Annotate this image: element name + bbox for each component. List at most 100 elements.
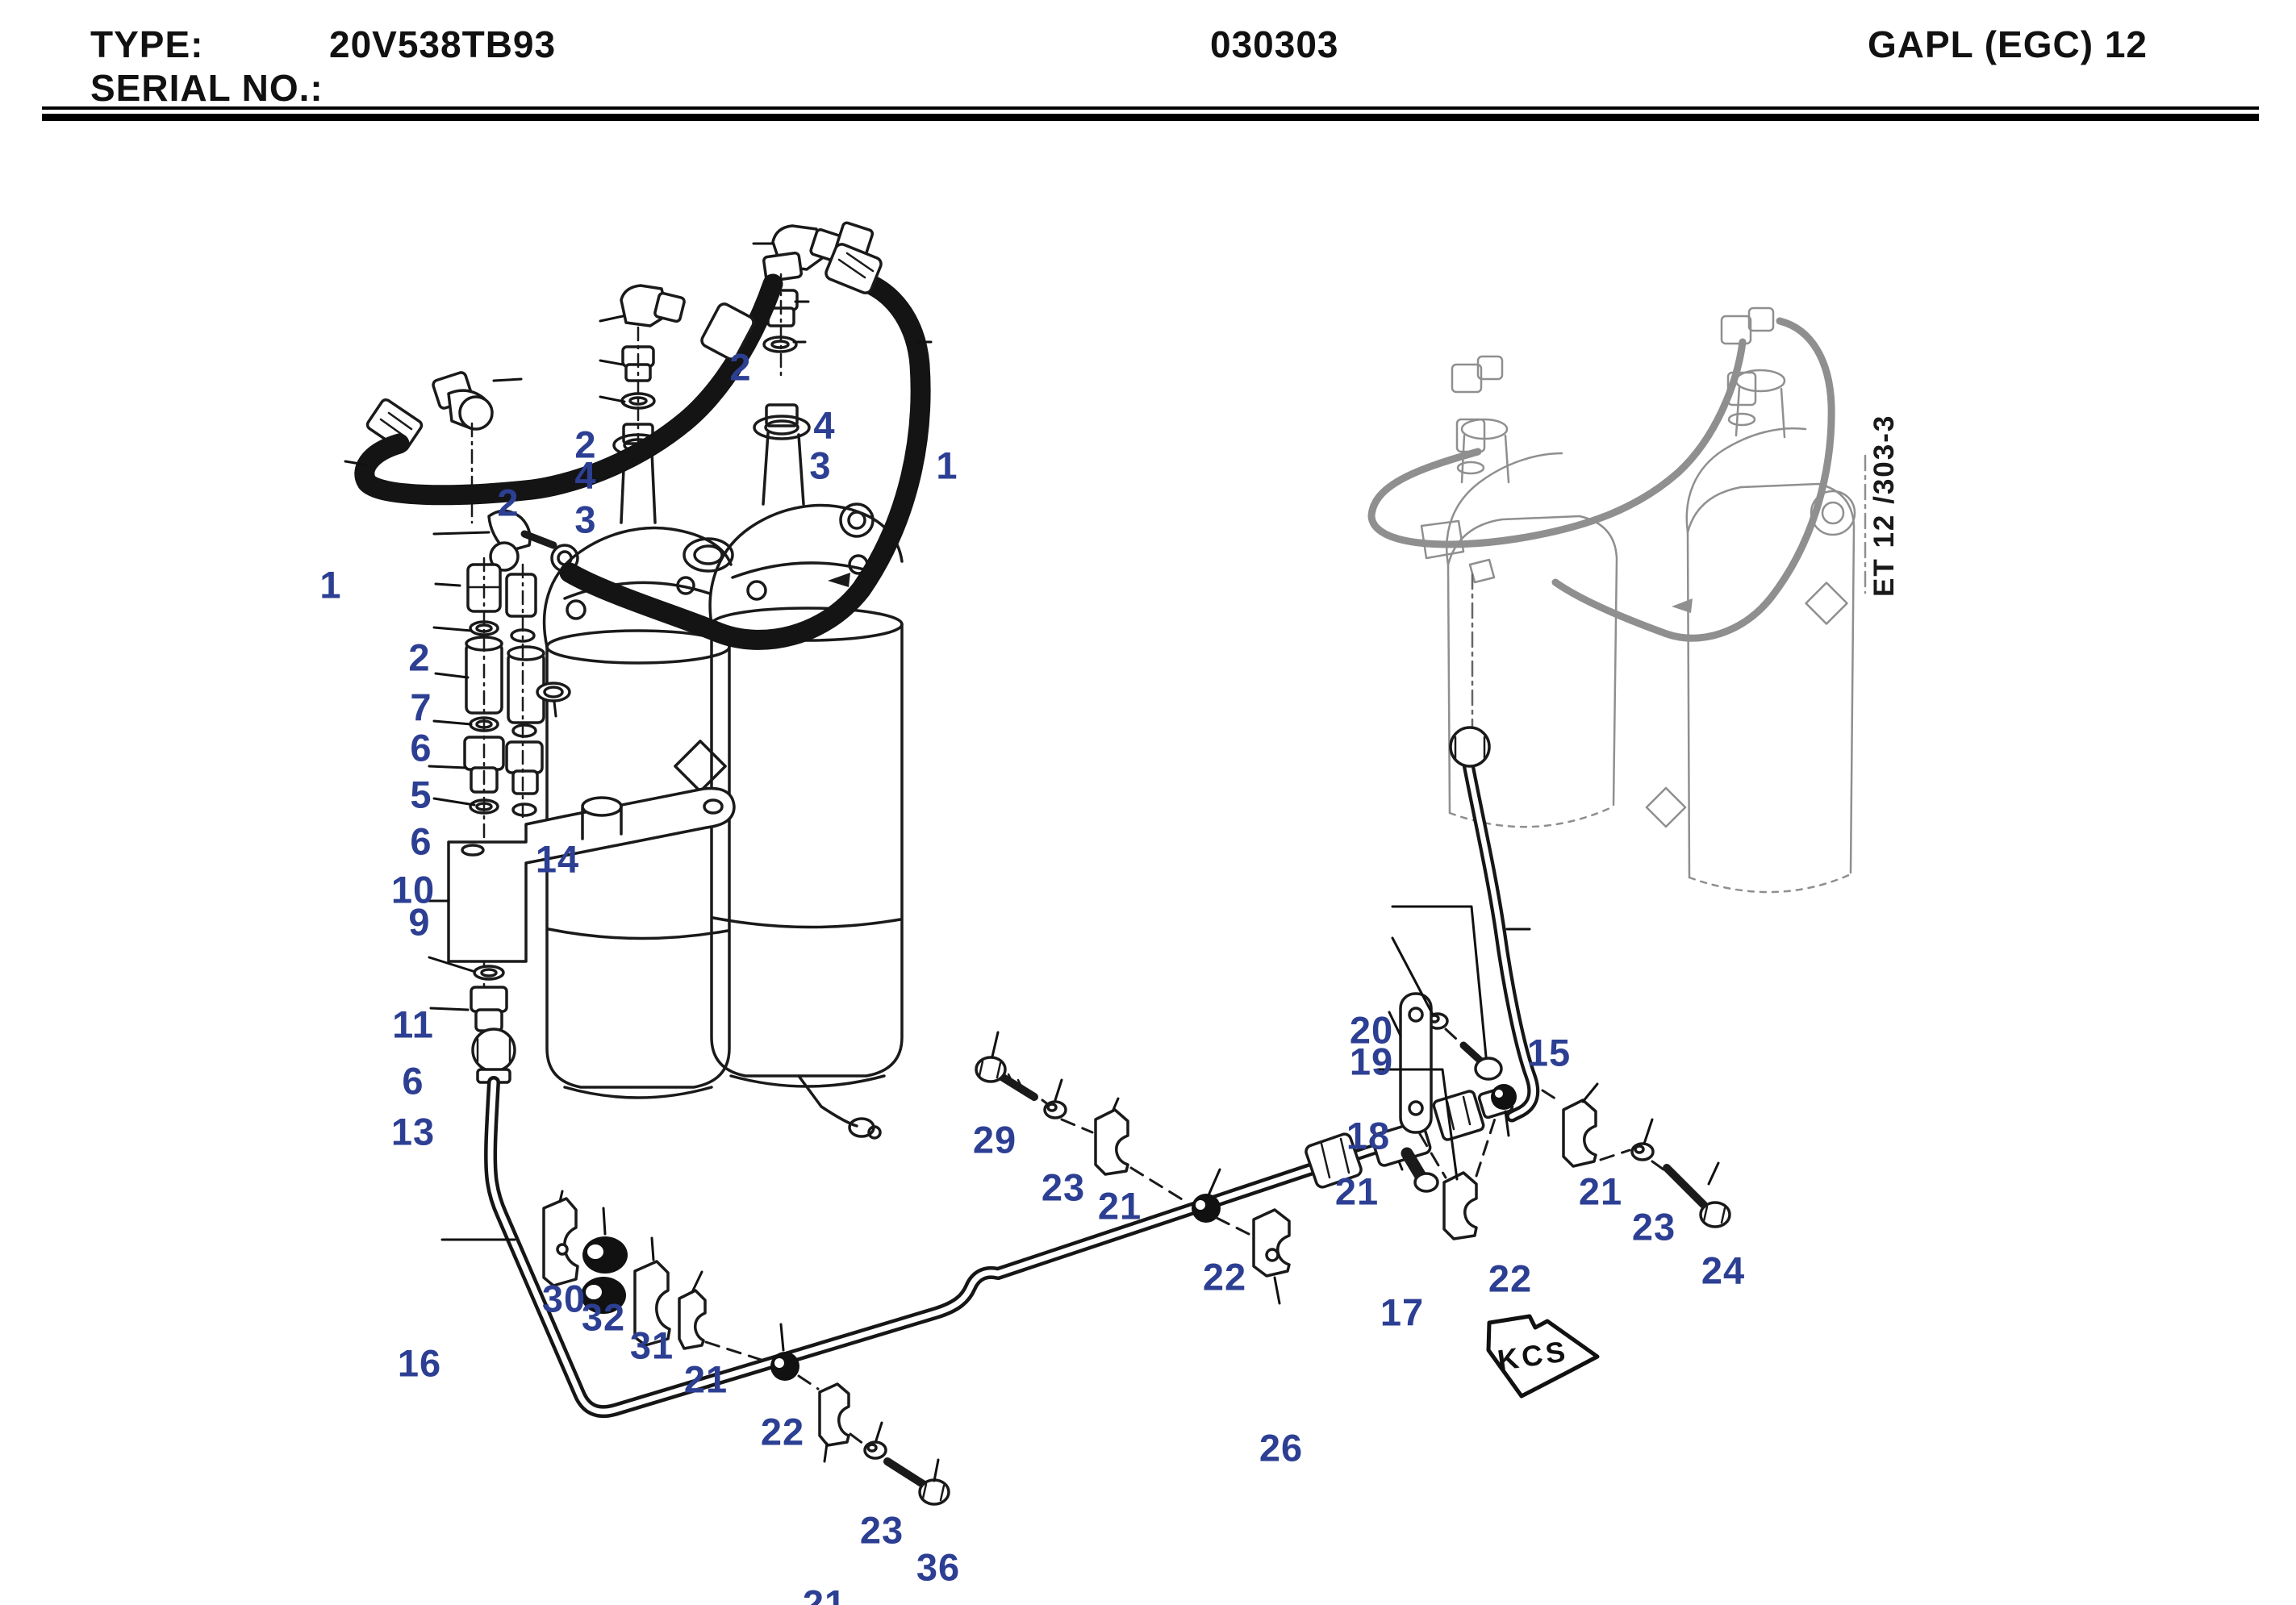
callout-label: 23: [1631, 1205, 1676, 1249]
ghost-fitting-stack-right: [1720, 306, 1775, 427]
ghost-hose-right: [1551, 317, 1835, 642]
callout-label: 22: [1488, 1257, 1533, 1300]
callout-label: 4: [813, 403, 836, 447]
callout-label: 2: [497, 481, 520, 524]
clamp-21-e: [1562, 1098, 1597, 1168]
callout-label: 21: [1334, 1169, 1380, 1213]
clamp-31: [633, 1260, 671, 1347]
kcs-stamp: [1486, 1314, 1600, 1399]
callout-label: 13: [390, 1110, 436, 1153]
callout-label: 10: [390, 868, 436, 911]
clamp-21-c: [1094, 1108, 1129, 1176]
group-code: GAPL (EGC) 12: [1868, 23, 2148, 65]
hex-nut: [1432, 1090, 1485, 1141]
clamp-21-d: [1442, 1171, 1478, 1240]
pipes: [484, 726, 1540, 1419]
callout-label: 21: [1097, 1184, 1142, 1228]
bush-32-upper: [582, 1236, 628, 1274]
grommet-22-left: [770, 1352, 799, 1381]
pipe15-top-nut: [1449, 726, 1491, 768]
callout-label: 21: [1578, 1169, 1623, 1213]
grommets: [581, 1084, 1517, 1381]
main-filter-assembly: [365, 221, 904, 1140]
callout-label: 24: [1701, 1249, 1746, 1292]
callout-label: 19: [1349, 1040, 1394, 1083]
drawing-reference: ET 12 /303-3: [1868, 414, 1900, 597]
callout-label: 3: [574, 498, 597, 541]
callout-label: 30: [541, 1277, 587, 1320]
hoses: [354, 243, 931, 650]
assembly-dashes: [704, 1028, 1665, 1445]
callout-label: 16: [397, 1341, 442, 1385]
header-rule-thin: [42, 106, 2259, 110]
callout-label: 1: [936, 444, 958, 487]
callout-label: 1: [319, 563, 342, 607]
nipple-13: [470, 986, 508, 1032]
ghost-hose-left: [1367, 338, 1747, 548]
clamp-30: [542, 1197, 579, 1287]
bolt-36: [883, 1457, 950, 1506]
bolt-20: [1459, 1041, 1503, 1081]
callout-label: 3: [809, 444, 832, 487]
callout-label: 2: [729, 345, 752, 389]
elbow-fitting-column-top: [487, 509, 557, 572]
small-hardware: [863, 992, 1731, 1506]
bracket-plate-18: [1399, 992, 1433, 1134]
callout-label: 36: [916, 1545, 961, 1589]
callout-label: 17: [1380, 1290, 1425, 1334]
washer-23-a: [1043, 1100, 1067, 1119]
hose-1-right: [559, 273, 931, 650]
clamp-26: [1252, 1208, 1291, 1278]
callout-label: 23: [1041, 1165, 1086, 1209]
callout-label: 5: [410, 773, 432, 816]
callout-label: 2: [574, 423, 597, 466]
clamp-21-b: [818, 1382, 850, 1447]
diagram-artwork: [344, 221, 1867, 1506]
callout-label: 21: [802, 1582, 847, 1605]
elbow-fitting-left-top: [620, 284, 686, 327]
ghost-fitting-stack-left: [1451, 355, 1504, 475]
elbow-fitting-top: [762, 221, 875, 283]
callout-label: 31: [629, 1324, 674, 1367]
washer-23-c: [1630, 1142, 1655, 1161]
type-label: TYPE:: [90, 23, 204, 65]
serial-label: SERIAL NO.:: [90, 67, 324, 109]
bush-32-lower: [581, 1277, 626, 1314]
filter-canister-left: [542, 423, 733, 1099]
header-rule-thick: [42, 114, 2259, 121]
callout-label: 6: [402, 1059, 424, 1103]
grommet-22-right: [1491, 1084, 1517, 1110]
callout-label: 18: [1346, 1114, 1391, 1157]
hose-nut: [700, 302, 755, 361]
union-nut: [1305, 1132, 1363, 1189]
callout-label: 32: [581, 1295, 626, 1339]
bolt-24: [1663, 1164, 1731, 1228]
callout-label: 22: [760, 1410, 805, 1453]
exploded-parts-diagram: 2 4 3 1 2 4 3 2 1 2 7 6 5 6 14 10 9 11 6…: [0, 125, 2296, 1605]
callout-label: 2: [408, 636, 431, 679]
callout-label: 20: [1349, 1008, 1394, 1052]
callout-label: 6: [410, 726, 432, 769]
filter-canister-right: [708, 403, 904, 1140]
washer-23-b: [863, 1440, 887, 1460]
callout-label: 6: [410, 819, 432, 863]
pipe16-top-nut: [471, 1028, 516, 1084]
callout-label: 21: [683, 1357, 728, 1401]
callout-label: 15: [1526, 1031, 1572, 1074]
callout-label: 23: [859, 1508, 904, 1552]
bolt-29: [975, 1056, 1038, 1101]
document-number: 030303: [1210, 23, 1339, 65]
grommet-22-mid: [1192, 1194, 1221, 1223]
callout-label: 14: [535, 837, 580, 881]
callout-label: 4: [574, 453, 597, 497]
clamps: [542, 1098, 1597, 1447]
callout-label: 22: [1202, 1255, 1247, 1299]
callout-leaders: [344, 242, 1720, 1482]
clamp-21-a: [678, 1289, 707, 1350]
callout-label: 26: [1259, 1426, 1304, 1470]
callout-label: 11: [392, 1003, 434, 1046]
hose-1-left: [354, 273, 783, 506]
callout-label: 29: [972, 1118, 1017, 1161]
elbow-fitting-side: [365, 371, 494, 452]
